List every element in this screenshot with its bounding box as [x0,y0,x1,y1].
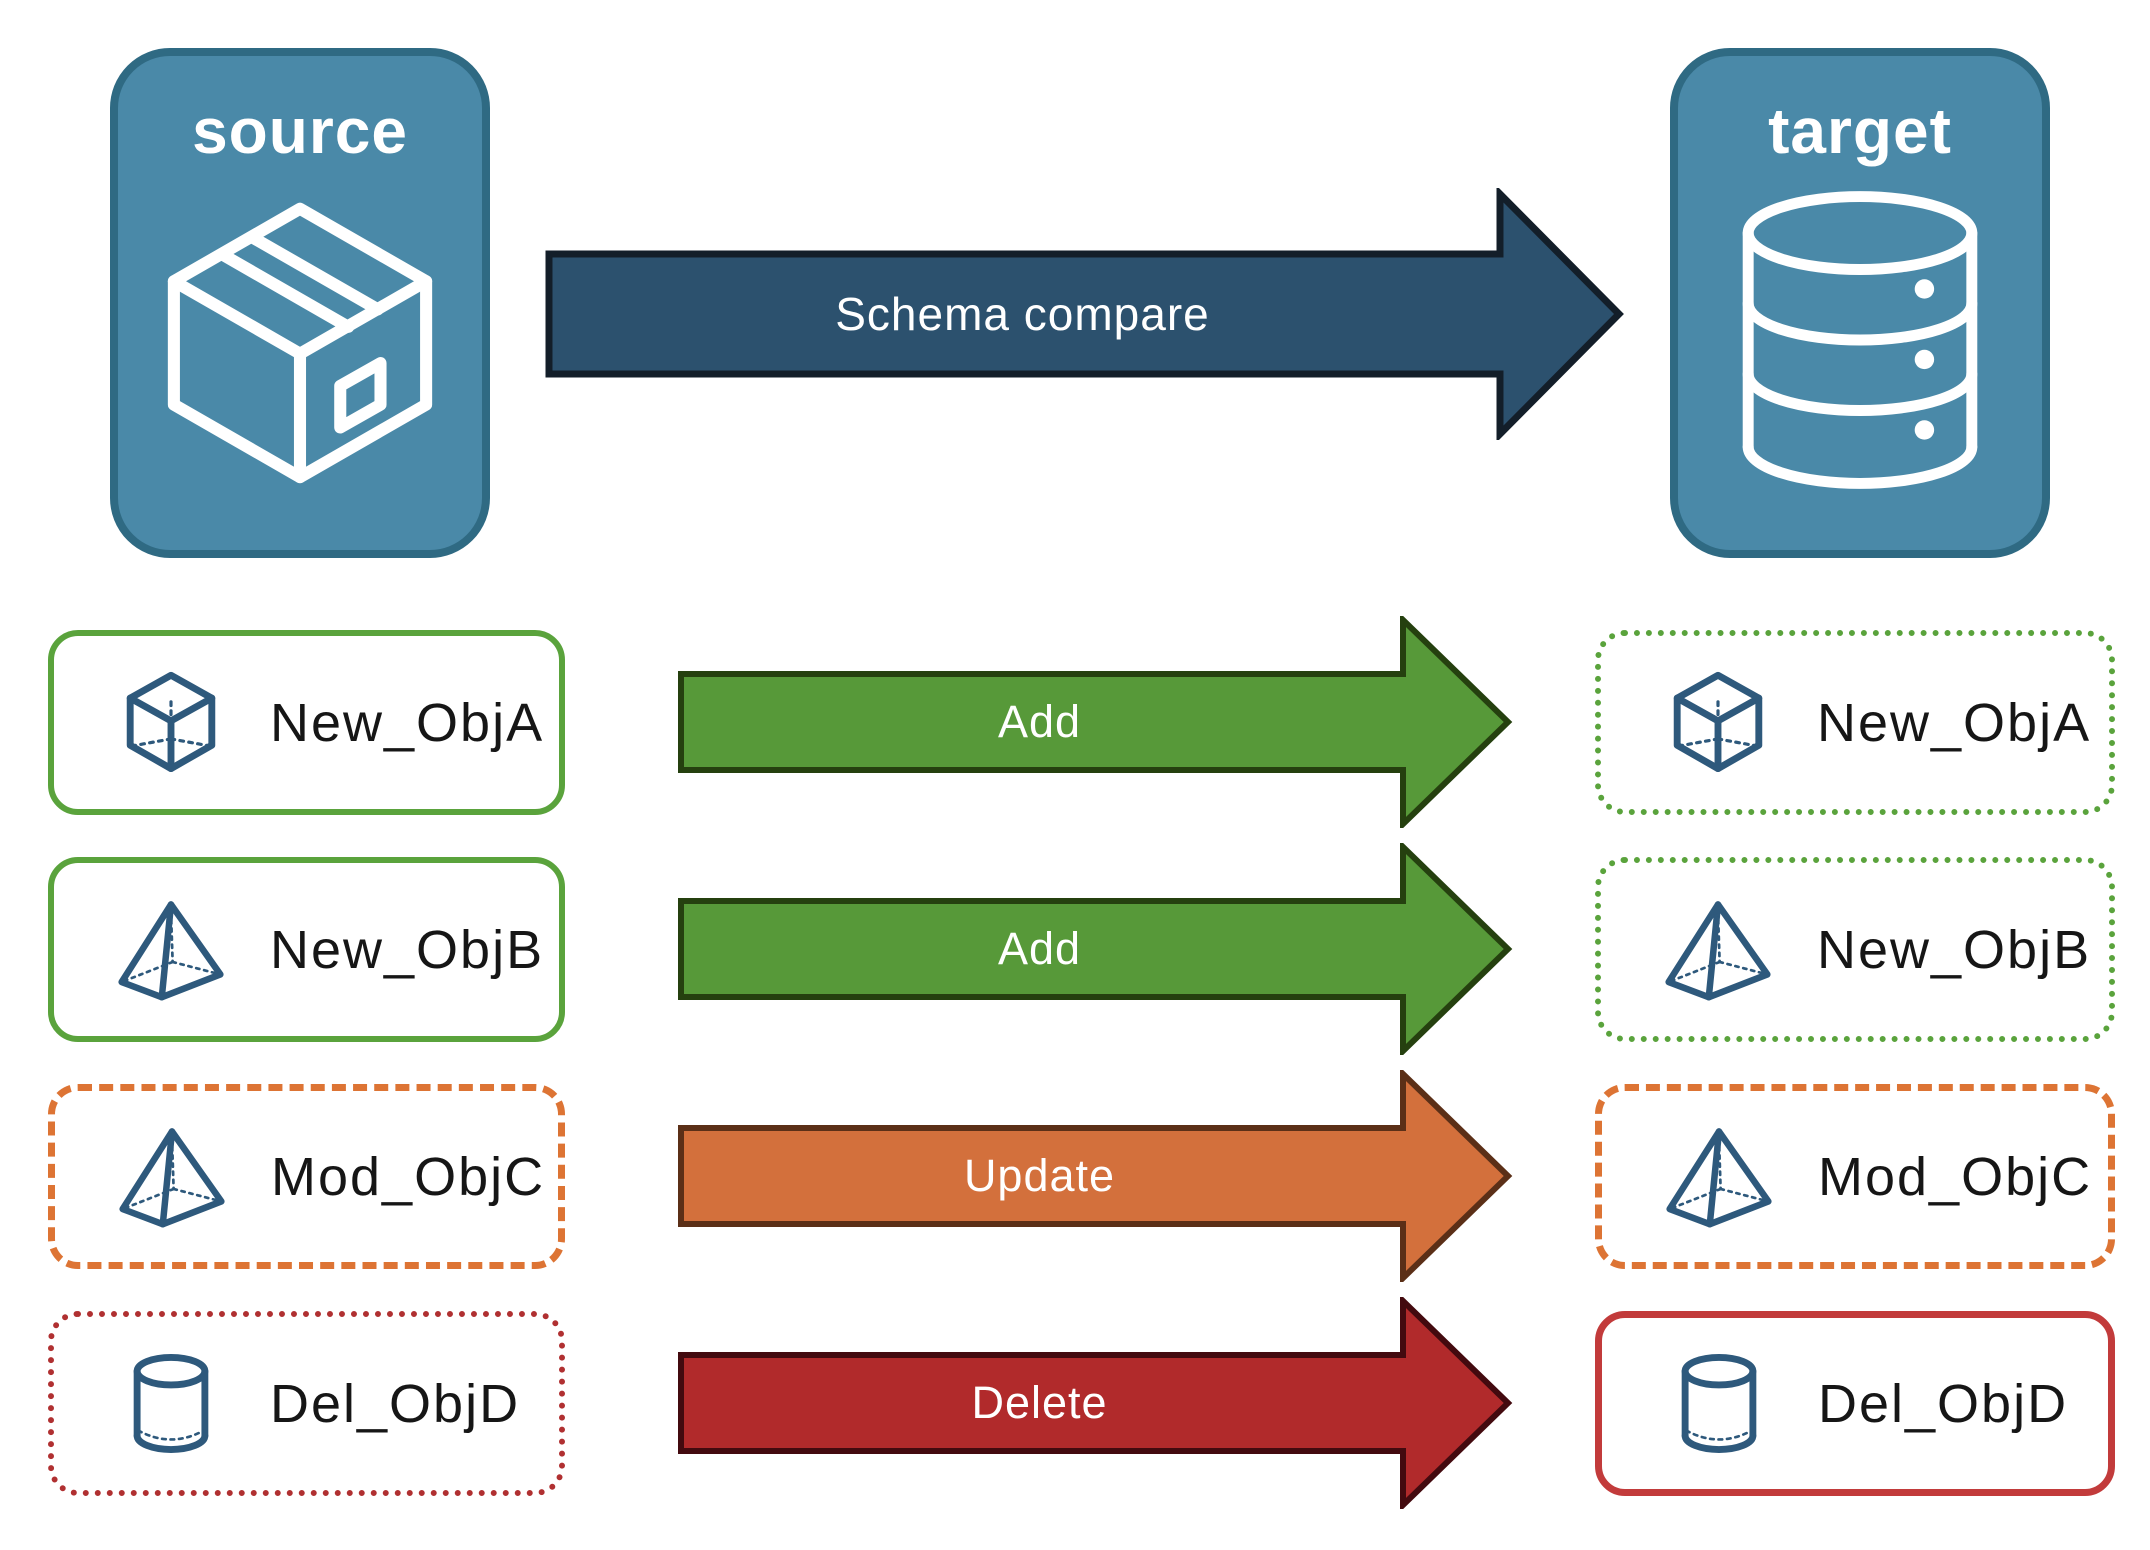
source-panel: source [110,48,490,558]
pyramid-icon [1665,901,1771,1001]
package-icon [167,202,433,484]
source-object-box-new-objb: New_ObjB [48,857,565,1042]
object-label: New_ObjB [270,919,545,980]
add-arrow-row1: Add [677,616,1513,828]
pyramid-icon [119,1128,225,1228]
source-object-box-new-obja: New_ObjA [48,630,565,815]
add-arrow-shape [678,616,1513,828]
cylinder-icon [1681,1353,1757,1453]
source-object-box-del-objd: Del_ObjD [48,1311,565,1496]
schema-compare-arrow-shape [545,188,1624,440]
source-object-box-mod-objc: Mod_ObjC [48,1084,565,1269]
object-label: Del_ObjD [270,1373,521,1434]
update-arrow: Update [677,1070,1513,1282]
pyramid-icon [118,901,224,1001]
add-arrow-label: Add [997,696,1082,747]
delete-arrow-label: Delete [971,1377,1108,1428]
target-object-box-del-objd: Del_ObjD [1595,1311,2115,1496]
cube-icon [1673,671,1763,772]
object-label: New_ObjA [1817,692,2092,753]
schema-compare-arrow: Schema compare [545,188,1625,440]
source-panel-label: source [192,95,408,167]
add-arrow-label: Add [997,923,1082,974]
object-label: Del_ObjD [1818,1373,2069,1434]
target-panel: target [1670,48,2050,558]
database-icon [1742,191,1978,489]
add-arrow-row2: Add [677,843,1513,1055]
delete-arrow-shape [678,1297,1513,1509]
delete-arrow: Delete [677,1297,1513,1509]
object-label: New_ObjA [270,692,545,753]
object-label: New_ObjB [1817,919,2092,980]
object-label: Mod_ObjC [1818,1146,2093,1207]
schema-compare-arrow-label: Schema compare [835,288,1210,340]
update-arrow-shape [678,1070,1513,1282]
target-object-box-mod-objc: Mod_ObjC [1595,1084,2115,1269]
target-object-box-new-obja: New_ObjA [1595,630,2115,815]
target-object-box-new-objb: New_ObjB [1595,857,2115,1042]
target-panel-label: target [1768,95,1952,167]
cylinder-icon [133,1353,209,1453]
object-label: Mod_ObjC [271,1146,546,1207]
add-arrow-shape [678,843,1513,1055]
pyramid-icon [1666,1128,1772,1228]
update-arrow-label: Update [963,1150,1116,1201]
cube-icon [126,671,216,772]
